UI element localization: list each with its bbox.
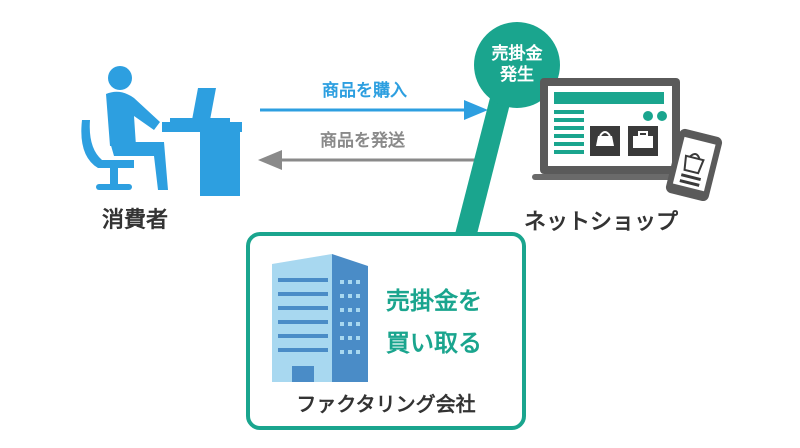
net-shop-label: ネットショップ [524,210,679,235]
building-icon [272,254,368,382]
receivable-badge: 売掛金 発生 [474,22,560,108]
factoring-company-box: 売掛金を 買い取る ファクタリング会社 [246,232,526,430]
factoring-service-line1: 売掛金を [386,287,482,315]
ship-arrow [258,150,476,170]
purchase-arrow [260,100,488,120]
factoring-service-line2: 買い取る [386,329,482,357]
factoring-company-label: ファクタリング会社 [296,392,476,416]
consumer-icon [81,66,242,196]
ship-arrow-label: 商品を発送 [320,131,405,151]
receivable-badge-line1: 売掛金 [491,44,543,64]
receivable-badge-line2: 発生 [500,65,534,85]
purchase-arrow-label: 商品を購入 [322,81,407,101]
callout-pointer [454,90,512,238]
consumer-label: 消費者 [102,208,169,233]
factoring-service-text: 売掛金を 買い取る [386,280,482,364]
net-shop-icon [532,78,723,201]
